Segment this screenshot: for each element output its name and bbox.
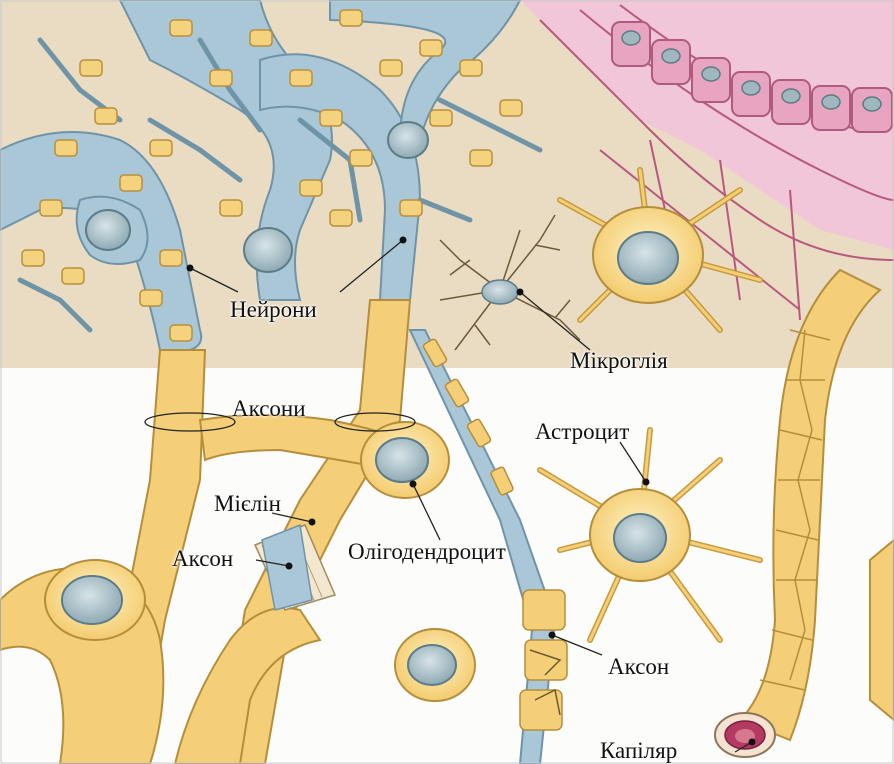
label-microglia: Мікроглія bbox=[570, 349, 668, 372]
label-oligodendrocyte: Олігодендроцит bbox=[348, 540, 506, 563]
label-neurons: Нейрони bbox=[230, 298, 317, 321]
oligodendrocyte-cell bbox=[361, 422, 449, 498]
label-axon-left: Аксон bbox=[172, 547, 233, 570]
label-myelin: Мієлін bbox=[214, 492, 281, 515]
label-capillary: Капіляр bbox=[600, 739, 677, 762]
label-astrocyte: Астроцит bbox=[535, 420, 629, 443]
label-axons: Аксони bbox=[232, 397, 306, 420]
label-axon-right: Аксон bbox=[608, 655, 669, 678]
